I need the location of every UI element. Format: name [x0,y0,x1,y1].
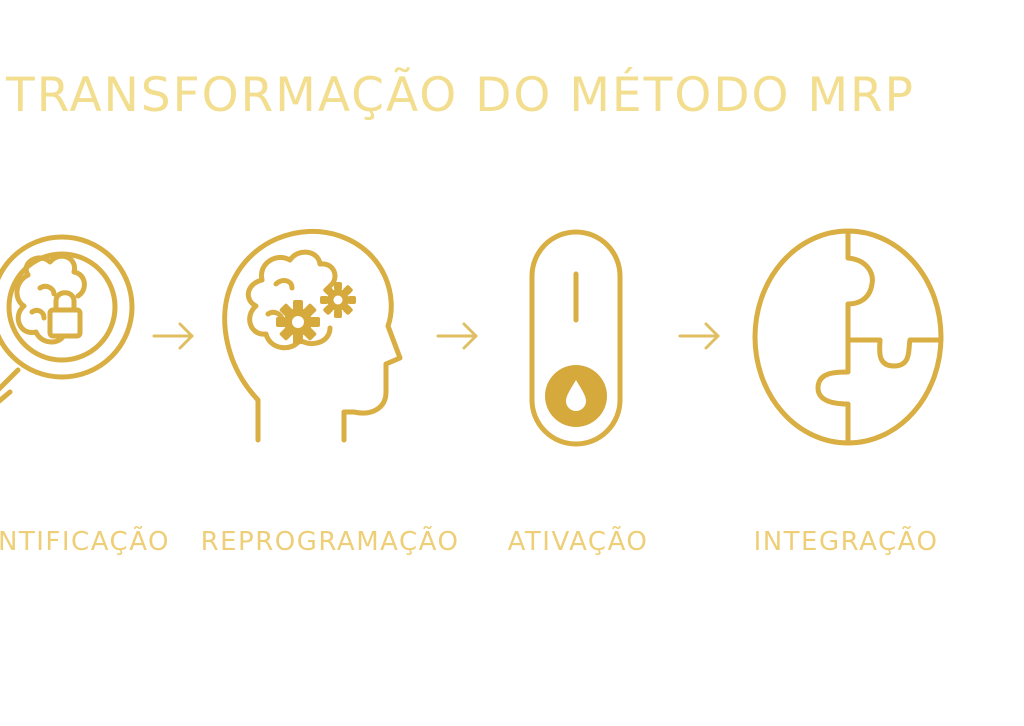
head-gears-icon [222,228,403,443]
step-label-activation: ATIVAÇÃO [507,527,649,557]
arrow-right-icon [152,322,194,350]
activation-capsule-icon [529,229,623,447]
step-label-reprogramming: REPROGRAMAÇÃO [200,527,460,557]
magnifier-brain-lock-icon [0,234,135,404]
arrow-right-icon [678,322,720,350]
page-title: TRANSFORMAÇÃO DO MÉTODO MRP [6,68,915,123]
arrow-right-icon [436,322,478,350]
step-label-integration: INTEGRAÇÃO [753,527,939,557]
step-label-identification: NTIFICAÇÃO [0,527,170,557]
puzzle-circle-icon [752,228,944,446]
